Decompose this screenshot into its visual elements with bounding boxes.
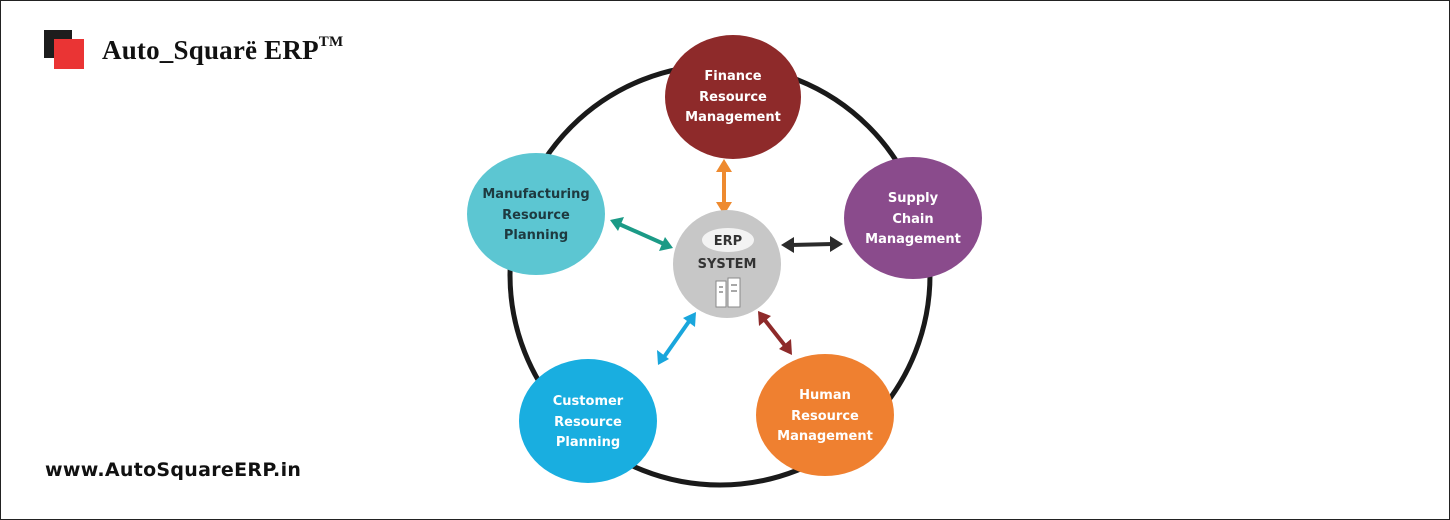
finance-label-line1: Finance	[704, 69, 761, 84]
node-manufacturing: Manufacturing Resource Planning	[467, 153, 605, 275]
node-finance: Finance Resource Management	[665, 35, 801, 159]
human-label-line1: Human	[799, 388, 851, 403]
customer-label-line3: Planning	[556, 435, 620, 450]
manufacturing-label-line1: Manufacturing	[482, 187, 589, 202]
erp-system-hub: ERP SYSTEM	[673, 210, 781, 318]
system-label: SYSTEM	[698, 257, 757, 272]
manufacturing-label-line2: Resource	[502, 208, 570, 223]
supply-label-line3: Management	[865, 232, 961, 247]
supply-label-line1: Supply	[888, 191, 939, 206]
customer-label-line2: Resource	[554, 415, 622, 430]
node-supply-chain: Supply Chain Management	[844, 157, 982, 279]
node-human-resource: Human Resource Management	[756, 354, 894, 476]
finance-label-line3: Management	[685, 110, 781, 125]
logo-mark-icon	[44, 30, 86, 70]
customer-node-circle	[519, 359, 657, 483]
erp-label: ERP	[714, 234, 742, 249]
logo-square-red	[54, 39, 84, 69]
supply-label-line2: Chain	[892, 212, 933, 227]
arrow-manufacturing	[610, 217, 673, 251]
arrow-supply	[781, 236, 843, 253]
arrow-finance	[716, 159, 732, 215]
website-url: www.AutoSquareERP.in	[45, 459, 302, 481]
arrow-customer	[657, 312, 696, 365]
arrow-human	[758, 311, 792, 355]
finance-node-circle	[665, 35, 801, 159]
human-label-line3: Management	[777, 429, 873, 444]
erp-hub-circle	[673, 210, 781, 318]
supply-node-circle	[844, 157, 982, 279]
erp-label-pill	[702, 228, 754, 252]
manufacturing-label-line3: Planning	[504, 228, 568, 243]
trademark-mark: TM	[318, 33, 344, 50]
finance-label-line2: Resource	[699, 90, 767, 105]
customer-label-line1: Customer	[553, 394, 624, 409]
node-customer: Customer Resource Planning	[519, 359, 657, 483]
brand-name-text: Auto_Squarë ERP	[102, 34, 319, 65]
manufacturing-node-circle	[467, 153, 605, 275]
human-label-line2: Resource	[791, 409, 859, 424]
brand-logo: Auto_Squarë ERPTM	[44, 30, 343, 70]
human-node-circle	[756, 354, 894, 476]
brand-name: Auto_Squarë ERPTM	[102, 33, 344, 66]
server-icon	[715, 277, 741, 308]
